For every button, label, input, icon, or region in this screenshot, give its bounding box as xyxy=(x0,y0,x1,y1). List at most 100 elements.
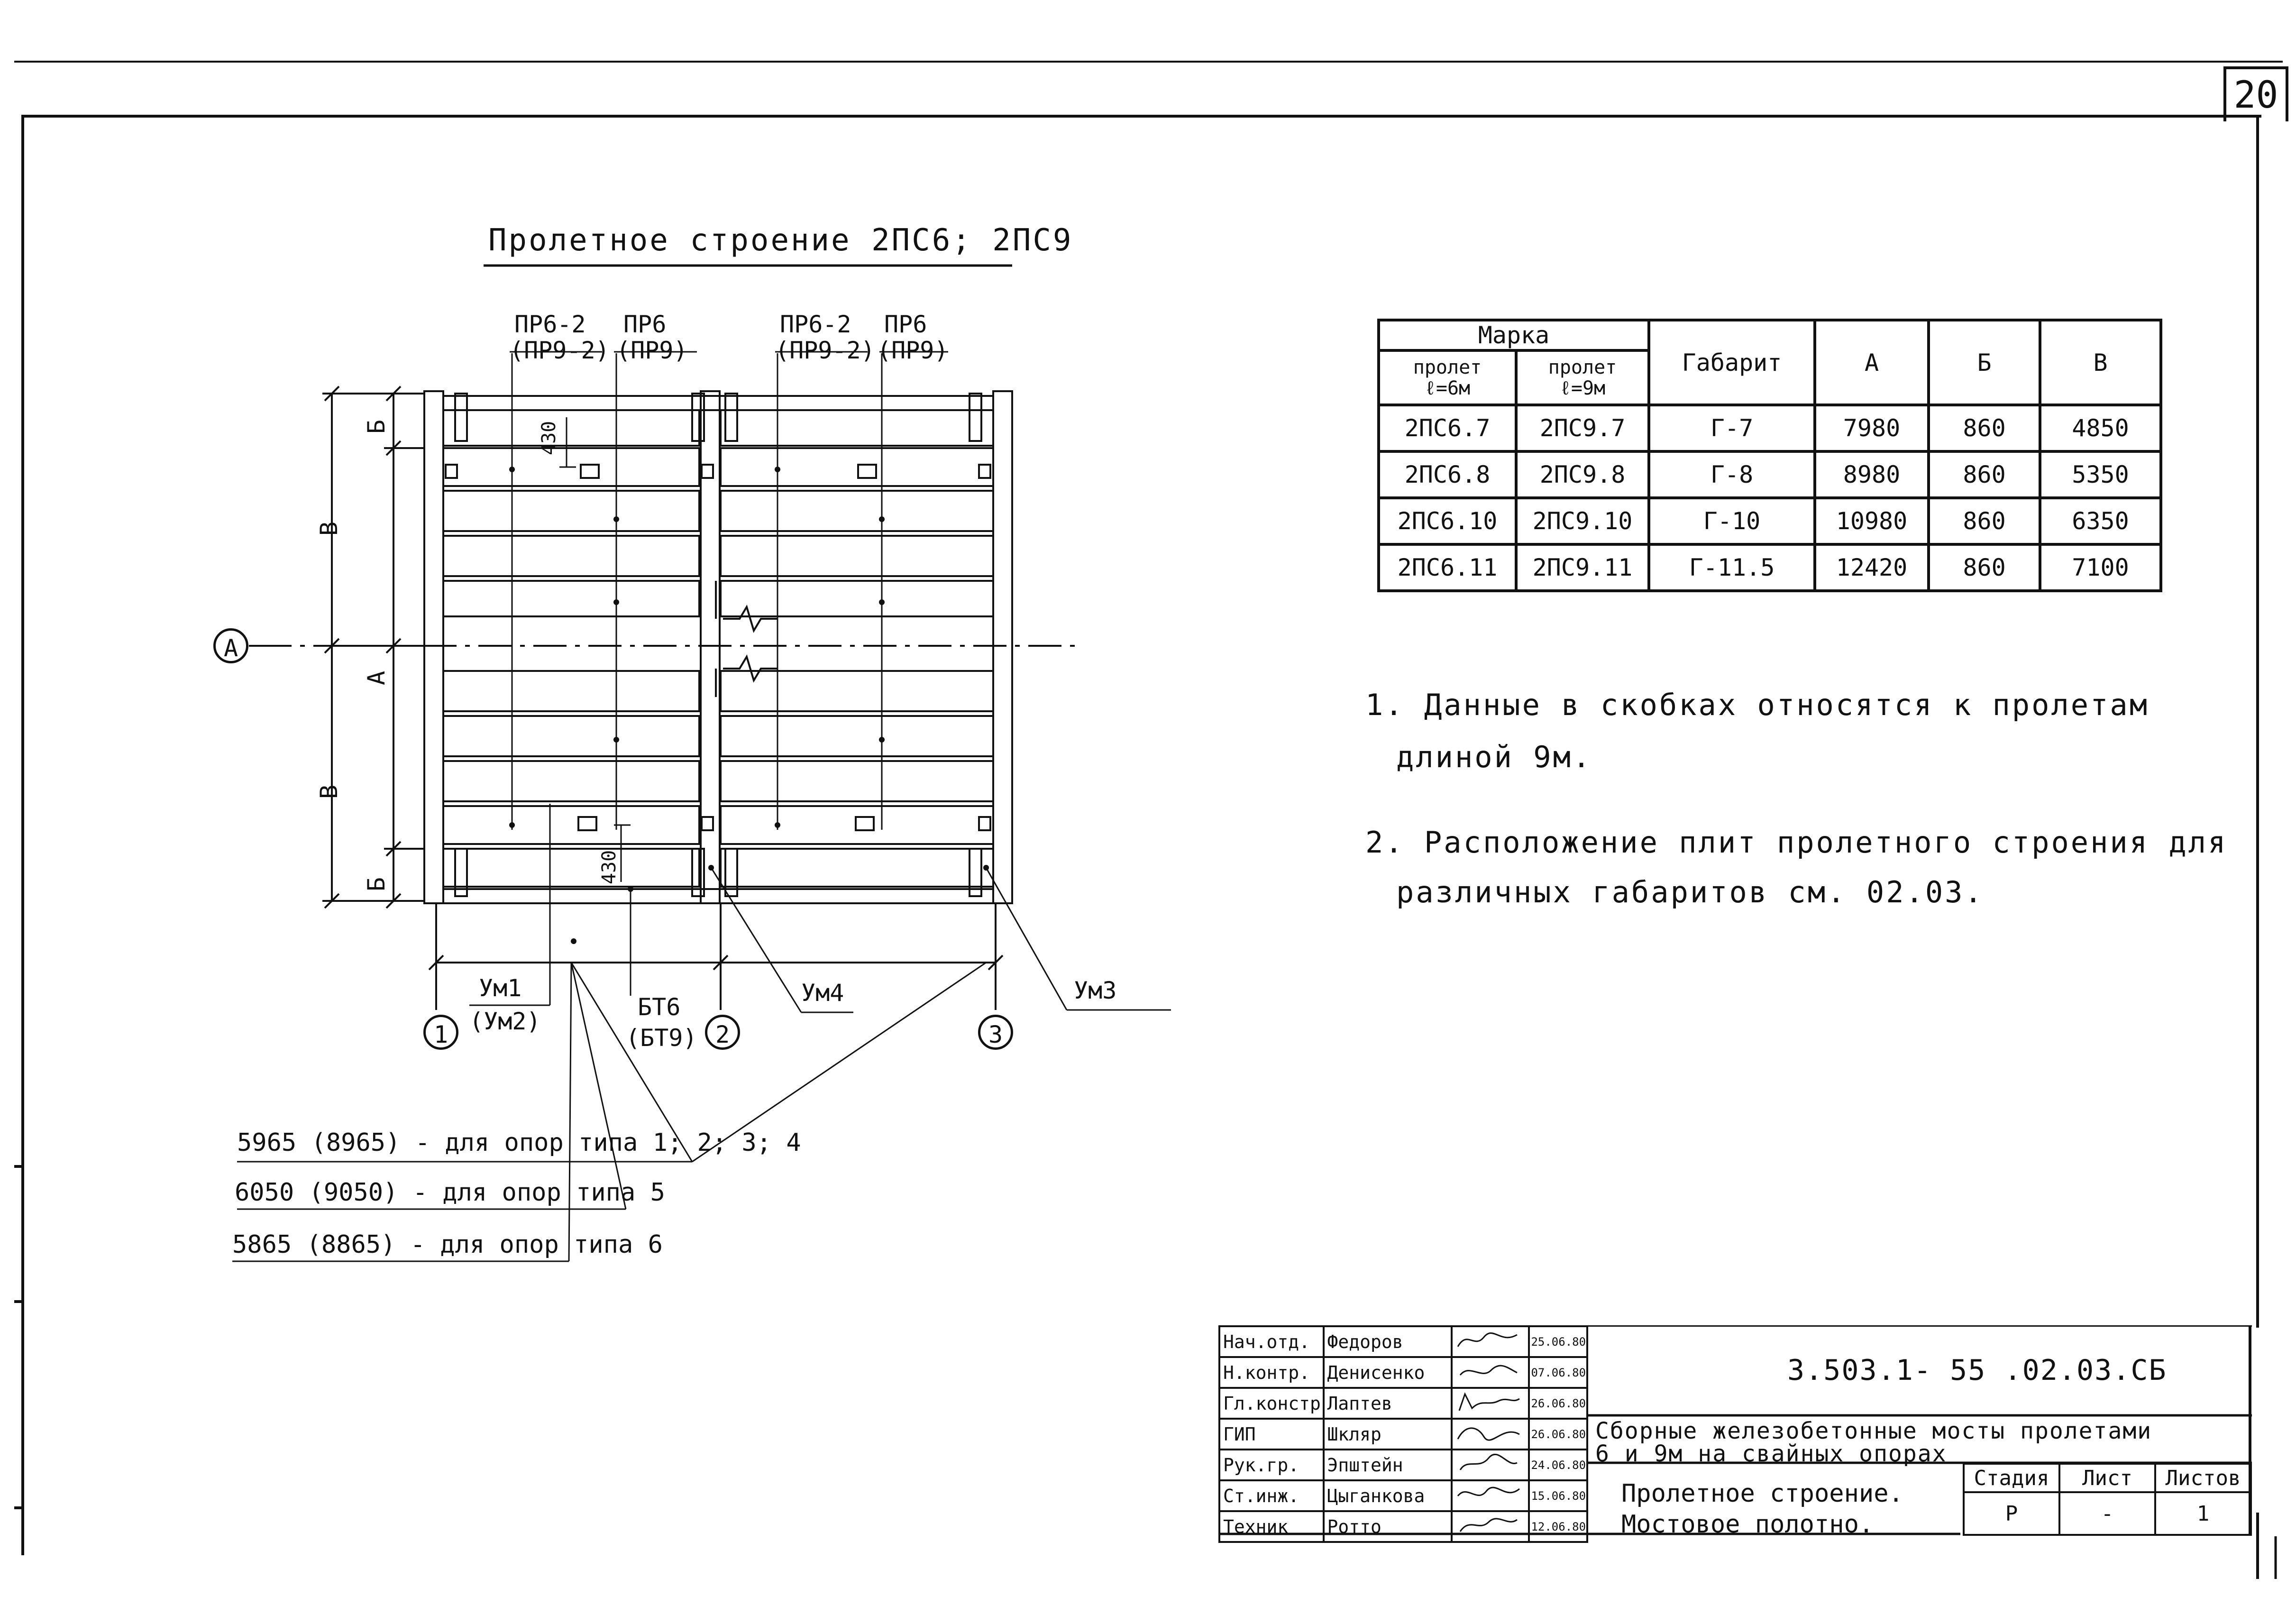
staff-date: 26.06.80 xyxy=(1528,1387,1588,1420)
cell-v: 7100 xyxy=(2039,543,2163,592)
staff-date: 12.06.80 xyxy=(1528,1510,1588,1543)
cell-a: 12420 xyxy=(1813,543,1930,592)
label-pr9-right: (ПР9) xyxy=(877,337,949,364)
stage-value: Р xyxy=(1963,1491,2060,1536)
cell-v: 6350 xyxy=(2039,496,2163,546)
stage-table: Стадия Лист Листов Р - 1 xyxy=(1963,1463,2252,1536)
staff-signature xyxy=(1451,1356,1530,1389)
staff-row: Техник Ротто 12.06.80 xyxy=(1218,1510,1588,1543)
stage-header: Стадия xyxy=(1963,1463,2060,1493)
cell-m9: 2ПС9.7 xyxy=(1514,404,1651,453)
spec-header-a: А xyxy=(1813,319,1930,406)
span6-line2: ℓ=6м xyxy=(1424,377,1471,399)
page-number: 20 xyxy=(2223,66,2288,121)
dim-430-bottom: 430 xyxy=(598,850,620,884)
cell-b: 860 xyxy=(1927,450,2042,499)
sheet-title-line2: Мостовое полотно. xyxy=(1621,1510,1874,1536)
label-pr6-left: ПР6 xyxy=(623,311,667,338)
dim-label-v-top: В xyxy=(315,521,343,536)
title-block: Нач.отд. Федоров 25.06.80 Н.контр. Денис… xyxy=(1218,1325,2252,1553)
cell-m6: 2ПС6.10 xyxy=(1377,496,1518,546)
cell-m6: 2ПС6.8 xyxy=(1377,450,1518,499)
cell-a: 7980 xyxy=(1813,404,1930,453)
label-bt9: (БТ9) xyxy=(626,1024,697,1052)
cell-gabarit: Г-10 xyxy=(1647,496,1817,546)
cell-v: 5350 xyxy=(2039,450,2163,499)
cell-m9: 2ПС9.8 xyxy=(1514,450,1651,499)
staff-role: Ст.инж. xyxy=(1218,1479,1325,1512)
span9-line1: пролет xyxy=(1548,356,1617,378)
drawing-title-underline xyxy=(484,264,1012,267)
label-pr6-2-right: ПР6-2 xyxy=(780,311,851,338)
project-title-line2: 6 и 9м на свайных опорах xyxy=(1595,1440,1947,1467)
staff-role: Техник xyxy=(1218,1510,1325,1543)
staff-row: Н.контр. Денисенко 07.06.80 xyxy=(1218,1356,1588,1389)
drawing-title: Пролетное строение 2ПС6; 2ПС9 xyxy=(488,223,1073,258)
label-bt6: БТ6 xyxy=(638,993,681,1021)
staff-name: Ротто xyxy=(1322,1510,1453,1543)
dimension-note-3: 5865 (8865) - для опор типа 6 xyxy=(232,1230,663,1259)
label-um4: Ум4 xyxy=(801,979,844,1007)
table-row: 2ПС6.10 2ПС9.10 Г-10 10980 860 6350 xyxy=(1377,496,2163,546)
cell-b: 860 xyxy=(1927,543,2042,592)
label-um2: (Ум2) xyxy=(469,1008,541,1035)
staff-signature xyxy=(1451,1479,1530,1512)
staff-signature xyxy=(1451,1325,1530,1358)
note-1-line1: 1. Данные в скобках относятся к пролетам xyxy=(1365,688,2150,722)
staff-signature xyxy=(1451,1387,1530,1420)
cell-b: 860 xyxy=(1927,496,2042,546)
spec-header-marka: Марка xyxy=(1377,319,1651,352)
label-um3: Ум3 xyxy=(1074,977,1117,1004)
staff-name: Цыганкова xyxy=(1322,1479,1453,1512)
span6-line1: пролет xyxy=(1413,356,1482,378)
staff-row: Нач.отд. Федоров 25.06.80 xyxy=(1218,1325,1588,1358)
axis-marker-3: 3 xyxy=(978,1015,1013,1050)
staff-signature xyxy=(1451,1418,1530,1450)
spec-header-gabarit: Габарит xyxy=(1647,319,1817,406)
spec-header-b: Б xyxy=(1927,319,2042,406)
document-code: 3.503.1- 55 .02.03.СБ xyxy=(1787,1354,2167,1387)
table-row: 2ПС6.8 2ПС9.8 Г-8 8980 860 5350 xyxy=(1377,450,2163,499)
dim-label-b-top: Б xyxy=(363,419,390,434)
staff-role: Гл.констр. xyxy=(1218,1387,1325,1420)
cell-gabarit: Г-7 xyxy=(1647,404,1817,453)
staff-date: 25.06.80 xyxy=(1528,1325,1588,1358)
staff-signature xyxy=(1451,1510,1530,1543)
cell-m9: 2ПС9.10 xyxy=(1514,496,1651,546)
staff-date: 26.06.80 xyxy=(1528,1418,1588,1450)
staff-date: 07.06.80 xyxy=(1528,1356,1588,1389)
dim-label-a: А xyxy=(363,670,390,685)
staff-name: Лаптев xyxy=(1322,1387,1453,1420)
note-2-line2: различных габаритов см. 02.03. xyxy=(1396,875,1984,909)
staff-date: 24.06.80 xyxy=(1528,1449,1588,1481)
cell-m9: 2ПС9.11 xyxy=(1514,543,1651,592)
staff-role: ГИП xyxy=(1218,1418,1325,1450)
dimension-note-2: 6050 (9050) - для опор типа 5 xyxy=(235,1178,665,1207)
dim-430-top: 430 xyxy=(538,421,560,455)
staff-role: Нач.отд. xyxy=(1218,1325,1325,1358)
sheet-title-line1: Пролетное строение. xyxy=(1621,1479,1903,1508)
label-pr9-2-right: (ПР9-2) xyxy=(775,337,875,364)
staff-signature xyxy=(1451,1449,1530,1481)
dimension-note-1: 5965 (8965) - для опор типа 1; 2; 3; 4 xyxy=(237,1129,801,1157)
staff-row: Ст.инж. Цыганкова 15.06.80 xyxy=(1218,1479,1588,1512)
spec-header-v: В xyxy=(2039,319,2163,406)
staff-name: Денисенко xyxy=(1322,1356,1453,1389)
note-2-line1: 2. Расположение плит пролетного строения… xyxy=(1365,825,2228,860)
cell-gabarit: Г-8 xyxy=(1647,450,1817,499)
section-marker-a: А xyxy=(213,628,248,663)
staff-name: Федоров xyxy=(1322,1325,1453,1358)
span9-line2: ℓ=9м xyxy=(1559,377,1606,399)
cell-a: 8980 xyxy=(1813,450,1930,499)
cell-m6: 2ПС6.11 xyxy=(1377,543,1518,592)
staff-name: Эпштейн xyxy=(1322,1449,1453,1481)
label-um1: Ум1 xyxy=(479,974,522,1002)
sheet-header: Лист xyxy=(2058,1463,2156,1493)
project-title-line1: Сборные железобетонные мосты пролетами xyxy=(1595,1418,2152,1444)
staff-date: 15.06.80 xyxy=(1528,1479,1588,1512)
cell-a: 10980 xyxy=(1813,496,1930,546)
